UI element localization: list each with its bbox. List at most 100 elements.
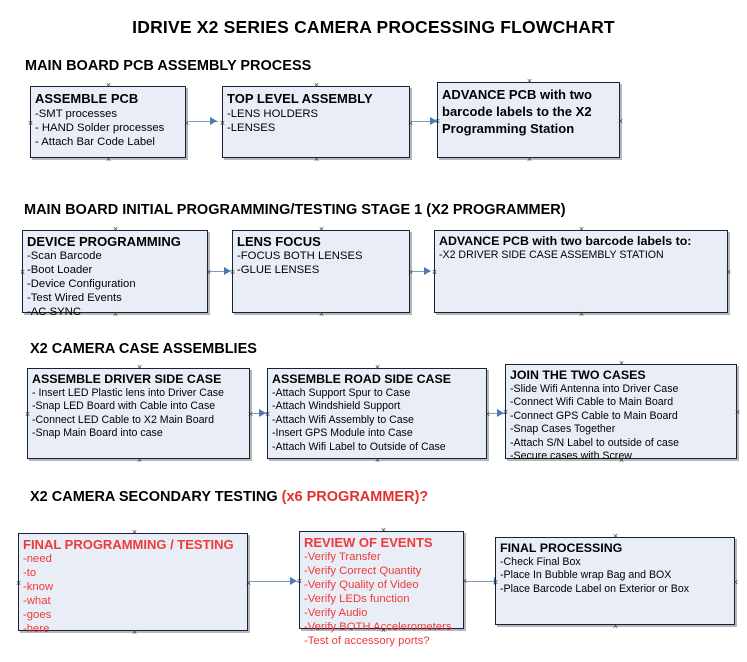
box-line: -Attach Windshield Support [272,400,401,413]
connector-handle-left[interactable] [296,578,303,585]
section-heading-4: X2 CAMERA SECONDARY TESTING (x6 PROGRAMM… [30,489,428,505]
connector-handle-top[interactable] [578,226,585,233]
connector-handle-left[interactable] [27,120,34,127]
connector-handle-bottom[interactable] [105,156,112,163]
box-review-of-events[interactable]: REVIEW OF EVENTS -Verify Transfer -Verif… [296,531,464,647]
section-heading-1: MAIN BOARD PCB ASSEMBLY PROCESS [25,58,312,74]
box-advance-pcb-programming-station[interactable]: ADVANCE PCB with two barcode labels to t… [437,82,620,158]
box-line: - Attach Bar Code Label [35,136,155,148]
box-line: -Test Wired Events [27,292,122,304]
box-line: -Snap LED Board with Cable into Case [32,400,216,413]
box-device-programming[interactable]: DEVICE PROGRAMMING -Scan Barcode -Boot L… [19,230,208,318]
box-line: -what [23,595,51,607]
box-title: FINAL PROCESSING [500,541,623,555]
box-line: -Place Barcode Label on Exterior or Box [500,582,690,595]
box-line: -Attach Support Spur to Case [272,387,411,399]
box-line: -Attach Wifi Assembly to Case [272,413,414,426]
connector-2a [210,271,230,273]
box-join-the-two-cases[interactable]: JOIN THE TWO CASES -Slide Wifi Antenna i… [502,364,737,462]
connector-handle-right[interactable] [725,269,732,276]
box-line: -Attach S/N Label to outside of case [510,436,680,449]
connector-handle-top[interactable] [131,529,138,536]
box-assemble-road-side-case[interactable]: ASSEMBLE ROAD SIDE CASE -Attach Support … [267,368,487,459]
connector-handle-top[interactable] [526,78,533,85]
box-line: -Slide Wifi Antenna into Driver Case [510,383,679,395]
connector-handle-top[interactable] [618,360,625,367]
connector-4b [466,581,502,583]
connector-handle-bottom[interactable] [374,457,381,464]
box-title: ADVANCE PCB with two barcode labels to t… [442,87,592,136]
section-heading-2: MAIN BOARD INITIAL PROGRAMMING/TESTING S… [24,202,566,218]
box-line: -to [23,567,37,579]
box-line: -Attach Wifi Label to Outside of Case [272,440,446,453]
box-line: - HAND Solder processes [35,122,165,134]
connector-handle-bottom[interactable] [526,156,533,163]
box-line: -Connect GPS Cable to Main Board [510,409,678,422]
connector-handle-right[interactable] [732,579,739,586]
connector-handle-left[interactable] [431,269,438,276]
connector-handle-bottom[interactable] [612,623,619,630]
connector-handle-bottom[interactable] [131,629,138,636]
box-line: -Place In Bubble wrap Bag and BOX [500,569,672,582]
box-line: -Secure cases with Screw [510,450,632,463]
box-line: -SMT processes [35,108,118,120]
box-line: -here [23,623,50,635]
box-line: -X2 DRIVER SIDE CASE ASSEMBLY STATION [439,249,664,261]
box-assemble-driver-side-case[interactable]: ASSEMBLE DRIVER SIDE CASE - Insert LED P… [27,368,250,459]
box-line: -Boot Loader [27,264,93,276]
connector-handle-left[interactable] [434,118,441,125]
connector-handle-bottom[interactable] [618,457,625,464]
box-line: -need [23,553,52,565]
connector-handle-left[interactable] [502,409,509,416]
box-advance-pcb-driver-side[interactable]: ADVANCE PCB with two barcode labels to: … [434,230,728,313]
box-line: -Verify Transfer [304,551,381,563]
connector-handle-bottom[interactable] [313,156,320,163]
box-line: -AC SYNC [27,306,81,318]
connector-handle-bottom[interactable] [112,311,119,318]
connector-handle-bottom[interactable] [578,311,585,318]
connector-handle-top[interactable] [380,527,387,534]
arrow-2b [424,267,431,275]
connector-handle-left[interactable] [264,411,271,418]
connector-handle-top[interactable] [105,82,112,89]
box-line: -Insert GPS Module into Case [272,427,413,440]
connector-handle-left[interactable] [219,120,226,127]
section-heading-3: X2 CAMERA CASE ASSEMBLIES [30,341,257,357]
box-line: -Scan Barcode [27,250,102,262]
connector-handle-left[interactable] [492,579,499,586]
box-line: -Connect Wifi Cable to Main Board [510,396,674,409]
box-line: -Verify Correct Quantity [304,565,422,577]
box-title: REVIEW OF EVENTS [304,535,433,550]
connector-handle-right[interactable] [734,409,741,416]
connector-handle-top[interactable] [374,364,381,371]
connector-handle-left[interactable] [229,269,236,276]
connector-handle-bottom[interactable] [318,311,325,318]
connector-handle-top[interactable] [313,82,320,89]
box-final-programming-testing[interactable]: FINAL PROGRAMMING / TESTING -need -to -k… [15,533,248,635]
connector-handle-left[interactable] [19,269,26,276]
arrow-4a [290,577,297,585]
box-lens-focus[interactable]: LENS FOCUS -FOCUS BOTH LENSES -GLUE LENS… [232,230,410,313]
box-line: -Verify Audio [304,607,368,619]
box-assemble-pcb[interactable]: ASSEMBLE PCB -SMT processes - HAND Solde… [30,86,186,158]
connector-handle-left[interactable] [24,411,31,418]
box-top-level-assembly[interactable]: TOP LEVEL ASSEMBLY -LENS HOLDERS -LENSES [222,86,410,158]
box-title: ASSEMBLE ROAD SIDE CASE [272,372,451,386]
connector-handle-left[interactable] [15,580,22,587]
connector-handle-bottom[interactable] [380,627,387,634]
box-title: ADVANCE PCB with two barcode labels to: [439,234,692,248]
box-final-processing[interactable]: FINAL PROCESSING -Check Final Box -Place… [495,537,735,625]
arrow-3a [259,409,266,417]
connector-handle-top[interactable] [612,533,619,540]
connector-handle-right[interactable] [617,118,624,125]
box-line: -Snap Cases Together [510,423,616,436]
connector-handle-top[interactable] [318,226,325,233]
box-line: -Device Configuration [27,278,136,290]
connector-handle-top[interactable] [136,364,143,371]
box-line: -Check Final Box [500,556,581,568]
connector-handle-bottom[interactable] [136,457,143,464]
box-line: -Snap Main Board into case [32,427,163,440]
arrow-2a [224,267,231,275]
connector-handle-top[interactable] [112,226,119,233]
box-title: ASSEMBLE DRIVER SIDE CASE [32,372,222,386]
